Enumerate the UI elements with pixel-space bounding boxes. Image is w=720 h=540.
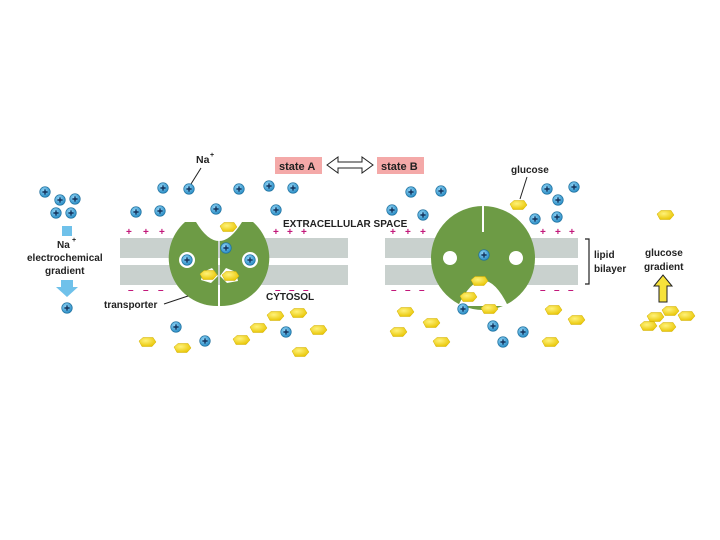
na-superscript: +	[210, 152, 214, 159]
plus-charge: +	[540, 227, 546, 238]
na-gradient-label-superscript: +	[72, 237, 76, 244]
plus-charge: +	[126, 227, 132, 238]
minus-charge: –	[128, 285, 134, 296]
state-b-label: state B	[381, 161, 418, 173]
glucose-label: glucose	[511, 165, 549, 176]
na-label-group: Na +	[190, 152, 214, 185]
na-gradient-label-electrochemical: electrochemical	[27, 253, 103, 264]
plus-charge: +	[143, 227, 149, 238]
na-gradient-arrow-icon	[56, 280, 78, 297]
minus-charge: –	[275, 285, 281, 296]
lipid-label: lipid	[594, 250, 615, 261]
state-a-label: state A	[279, 161, 315, 173]
transporter-label: transporter	[104, 300, 157, 311]
plus-charge: +	[287, 227, 293, 238]
minus-charge: –	[303, 285, 309, 296]
na-label: Na	[196, 154, 210, 166]
minus-charge: –	[554, 285, 560, 296]
na-gradient-marker	[62, 226, 72, 236]
plus-charge: +	[420, 227, 426, 238]
glucose-label-group: glucose	[511, 165, 549, 200]
plus-charge: +	[390, 227, 396, 238]
transporter-state-a	[168, 222, 270, 307]
na-pointer-line	[190, 167, 202, 185]
plus-charge: +	[555, 227, 561, 238]
minus-charge: –	[568, 285, 574, 296]
extracellular-space-label: EXTRACELLULAR SPACE	[283, 219, 408, 230]
bilayer-bracket	[585, 238, 590, 285]
state-b-box	[377, 157, 424, 174]
state-switch: state A state B	[275, 156, 424, 174]
plus-charge: +	[569, 227, 575, 238]
plus-charge: +	[405, 227, 411, 238]
minus-charge: –	[158, 285, 164, 296]
minus-charge: –	[391, 285, 397, 296]
minus-charge: –	[405, 285, 411, 296]
double-arrow-icon	[326, 156, 374, 174]
minus-charge: –	[540, 285, 546, 296]
lipid-bilayer-label-group: lipid bilayer	[585, 238, 626, 285]
minus-charge: –	[143, 285, 149, 296]
na-gradient-legend: Na + electrochemical gradient	[27, 185, 103, 314]
cytosol-label: CYTOSOL	[266, 292, 314, 303]
plus-charge: +	[301, 227, 307, 238]
state-a-box	[275, 157, 322, 174]
transporter-pointer-line	[163, 295, 189, 305]
transporter-label-group: transporter	[104, 295, 189, 311]
plus-charge: +	[273, 227, 279, 238]
bilayer-label: bilayer	[594, 264, 626, 275]
plus-charge: +	[159, 227, 165, 238]
minus-charge: –	[289, 285, 295, 296]
glucose-gradient-arrow-icon	[652, 274, 674, 303]
glucose-pointer-line	[519, 176, 528, 200]
minus-charge: –	[419, 285, 425, 296]
glucose-gradient-legend: glucose gradient	[639, 210, 696, 332]
na-gradient-label-na: Na	[57, 240, 70, 251]
glucose-gradient-label-glucose: glucose	[645, 248, 683, 259]
glucose-gradient-label-gradient: gradient	[644, 262, 684, 273]
membrane-charges: + + + + + + + + + + + + – – – – – – – – …	[126, 227, 575, 296]
na-gradient-label-gradient: gradient	[45, 266, 85, 277]
